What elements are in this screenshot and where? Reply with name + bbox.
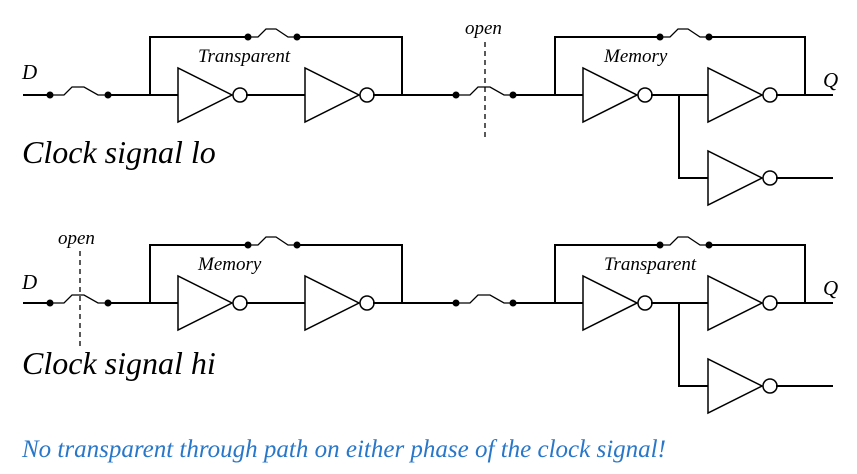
bottom-inverter-1 xyxy=(177,274,248,332)
bottom-circuit: D open Memory xyxy=(21,228,838,415)
bottom-phase-label: Clock signal hi xyxy=(22,345,216,381)
bottom-master-label: Memory xyxy=(197,254,262,275)
bottom-inverter-5 xyxy=(707,357,778,415)
top-master-loop xyxy=(149,28,403,96)
top-master-label: Transparent xyxy=(198,46,291,67)
top-output-label: Q xyxy=(823,68,838,92)
caption-text: No transparent through path on either ph… xyxy=(21,436,666,463)
top-inverter-4 xyxy=(707,66,778,124)
bottom-middle-switch xyxy=(452,294,517,307)
top-input-switch xyxy=(46,86,112,99)
top-circuit: D Transparent xyxy=(21,18,838,207)
bottom-switch-label: open xyxy=(58,228,95,249)
bottom-slave-loop xyxy=(554,236,806,304)
top-slave-loop xyxy=(554,28,806,96)
bottom-slave-label: Transparent xyxy=(604,254,697,275)
top-phase-label: Clock signal lo xyxy=(22,134,216,170)
bottom-inverter-3 xyxy=(582,274,653,332)
top-inverter-3 xyxy=(582,66,653,124)
top-input-label: D xyxy=(21,60,37,84)
top-inverter-2 xyxy=(304,66,375,124)
bottom-inverter-2 xyxy=(304,274,375,332)
bottom-input-label: D xyxy=(21,270,37,294)
bottom-output-label: Q xyxy=(823,276,838,300)
bottom-inverter-4 xyxy=(707,274,778,332)
top-inverter-1 xyxy=(177,66,248,124)
top-middle-switch: open xyxy=(452,18,517,140)
top-slave-label: Memory xyxy=(603,46,668,67)
top-inverter-5 xyxy=(707,149,778,207)
bottom-input-switch: open xyxy=(46,228,112,350)
bottom-master-loop xyxy=(149,236,403,304)
top-switch-label: open xyxy=(465,18,502,39)
